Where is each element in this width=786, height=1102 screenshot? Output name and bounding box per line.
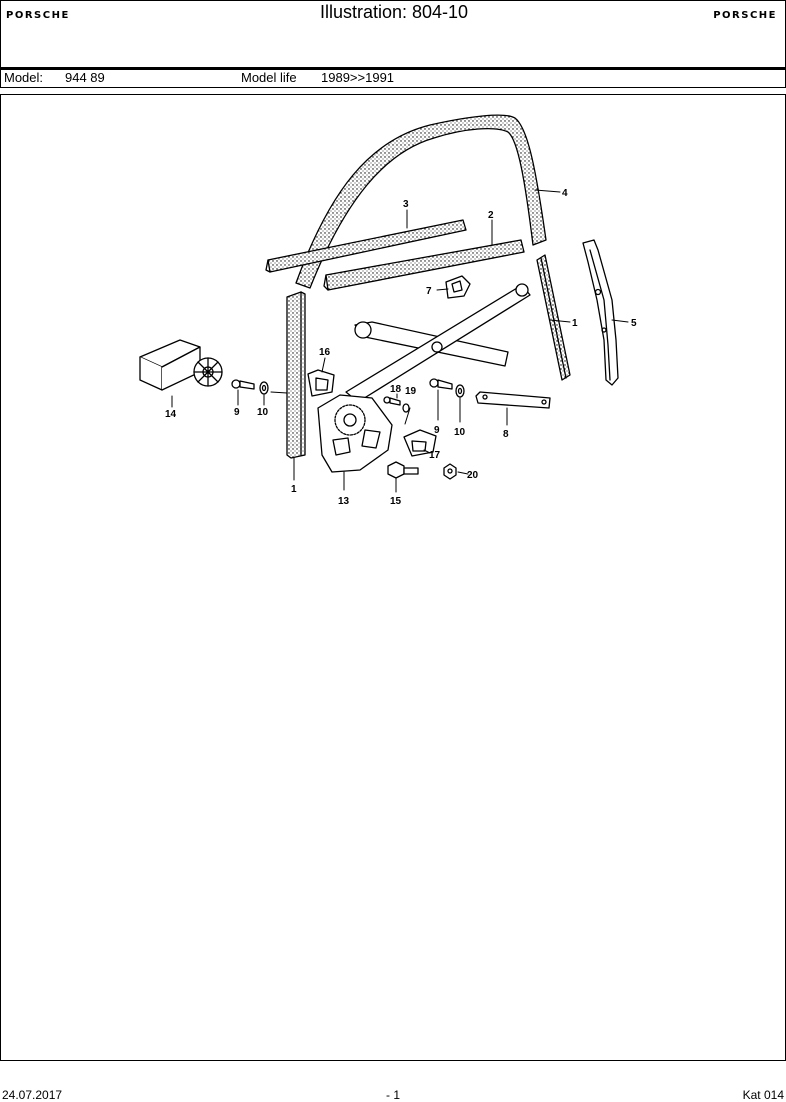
lower-seal-strip-part xyxy=(323,239,525,291)
callout-16: 16 xyxy=(319,347,331,358)
footer-catalog: Kat 014 xyxy=(742,1088,784,1102)
model-life-label: Model life xyxy=(241,70,297,85)
callout-1-right: 1 xyxy=(572,318,578,329)
bracket-upper-part xyxy=(307,369,335,397)
small-washer-part xyxy=(402,403,410,413)
callout-18: 18 xyxy=(390,384,402,395)
model-bar: Model: 944 89 Model life 1989>>1991 xyxy=(0,67,786,88)
clip-part xyxy=(445,275,471,299)
regulator-base-plate-part xyxy=(317,394,393,473)
porsche-logo-left: PORSCHE xyxy=(6,10,70,21)
bolt-part xyxy=(387,461,419,479)
nut-part xyxy=(443,463,457,480)
left-vertical-channel-part xyxy=(286,291,306,459)
model-label: Model: xyxy=(4,70,44,85)
callout-10-left: 10 xyxy=(257,407,269,418)
callout-9-right: 9 xyxy=(434,425,440,436)
callout-9-left: 9 xyxy=(234,407,240,418)
footer-page: - 1 xyxy=(386,1088,401,1102)
illustration-title: Illustration: 804-10 xyxy=(319,2,469,22)
model-value: 944 89 xyxy=(65,70,105,85)
callout-4: 4 xyxy=(562,188,568,199)
small-screw-part xyxy=(383,396,401,406)
window-regulator-arms xyxy=(345,283,531,403)
right-vertical-channel-part xyxy=(536,254,571,381)
callout-15: 15 xyxy=(390,496,402,507)
porsche-logo-right: PORSCHE xyxy=(713,10,777,21)
callout-14: 14 xyxy=(165,409,177,420)
callout-5: 5 xyxy=(631,318,637,329)
callout-13: 13 xyxy=(338,496,350,507)
callout-1-left: 1 xyxy=(291,484,297,495)
callout-17: 17 xyxy=(429,450,441,461)
callout-20: 20 xyxy=(467,470,479,481)
callout-19: 19 xyxy=(405,386,417,397)
callout-3: 3 xyxy=(403,199,409,210)
screw-left-part xyxy=(231,379,255,390)
window-motor-part xyxy=(139,339,223,391)
window-frame-seal-part xyxy=(295,114,547,289)
callout-8: 8 xyxy=(503,429,509,440)
screw-right-part xyxy=(429,378,453,390)
callout-leaders xyxy=(171,189,629,493)
callout-10-right: 10 xyxy=(454,427,466,438)
callout-labels: 4 3 2 7 1 5 16 14 9 10 18 19 9 10 8 17 2… xyxy=(165,188,637,507)
callout-7: 7 xyxy=(426,286,432,297)
model-life-value: 1989>>1991 xyxy=(321,70,395,85)
callout-2: 2 xyxy=(488,210,494,221)
footer-date: 24.07.2017 xyxy=(2,1088,63,1102)
bar-part xyxy=(475,391,551,409)
washer-left-part xyxy=(259,381,269,395)
washer-right-part xyxy=(455,384,465,398)
upper-seal-strip-part xyxy=(265,219,467,273)
guide-rail-part xyxy=(582,239,619,386)
